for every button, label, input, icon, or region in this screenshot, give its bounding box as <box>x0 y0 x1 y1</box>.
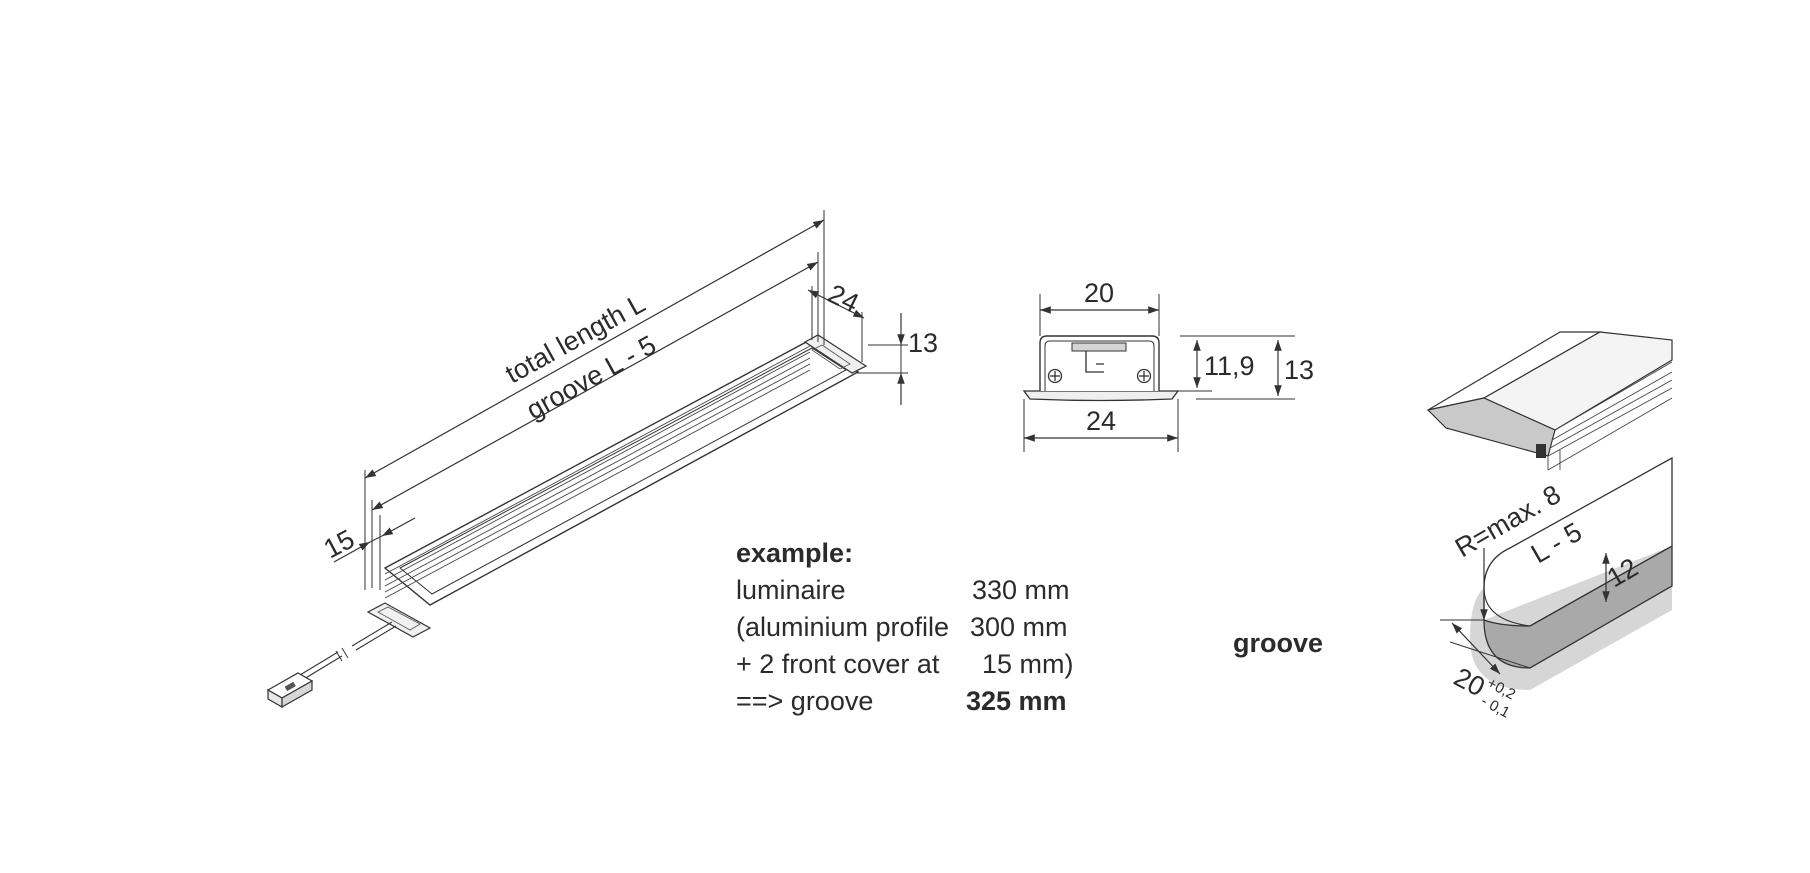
example-calculation: example: luminaire 330 mm (aluminium pro… <box>736 535 1096 720</box>
end-cover-label: 15 <box>319 524 360 565</box>
profile-inner-wall <box>1044 340 1155 391</box>
example-row-luminaire: luminaire 330 mm <box>736 572 1096 609</box>
isometric-luminaire-view: total length L groove L - 5 24 13 15 <box>266 210 938 709</box>
end-cover-3d <box>1426 397 1556 457</box>
bottom-width-label: 24 <box>1086 406 1116 436</box>
inner-height-label: 11,9 <box>1204 351 1255 381</box>
profile-flange <box>1022 390 1180 402</box>
end-width-dimension-line <box>807 289 865 319</box>
cross-section-view: 20 24 11,9 13 <box>1022 278 1314 452</box>
example-row-groove: ==> groove 325 mm <box>736 683 1096 720</box>
top-width-label: 20 <box>1084 278 1114 308</box>
left-end-cover <box>366 602 432 638</box>
example-row-label: (aluminium profile <box>736 612 950 642</box>
example-row-value: 15 mm) <box>982 649 1074 679</box>
section-top-extensions <box>1039 294 1160 336</box>
led-board <box>1071 342 1127 352</box>
example-row-profile: (aluminium profile 300 mm <box>736 609 1096 646</box>
example-row-label: + 2 front cover at <box>736 649 940 679</box>
outer-height-label: 13 <box>1284 355 1314 385</box>
extension-lines <box>364 210 908 590</box>
example-row-front-cover: + 2 front cover at 15 mm) <box>736 646 1096 683</box>
example-row-label: luminaire <box>736 575 846 605</box>
groove-caption: groove <box>1233 628 1323 658</box>
cable <box>299 621 397 680</box>
groove-width-dimension-line <box>1451 622 1501 675</box>
screw-right <box>1136 368 1152 384</box>
profile-perspective <box>1426 331 1673 471</box>
height-label: 13 <box>908 328 938 358</box>
connector-plug <box>266 672 314 709</box>
section-bottom-extensions <box>1023 399 1179 452</box>
end-cover-dimension-line <box>333 541 371 563</box>
groove-length-dimension-line <box>371 261 819 511</box>
example-heading: example: <box>736 538 854 568</box>
groove-3d-view: R=max. 8 L - 5 12 20 +0,2 - 0,1 <box>1426 331 1673 722</box>
screw-left <box>1047 368 1063 384</box>
example-row-value: 330 mm <box>972 575 1070 605</box>
groove-cut <box>1470 456 1673 690</box>
example-row-value: 300 mm <box>970 612 1068 642</box>
end-width-label: 24 <box>823 278 863 318</box>
total-length-dimension-line <box>364 219 825 479</box>
clip-shape <box>1085 351 1104 373</box>
example-row-label: ==> groove <box>736 686 874 716</box>
end-cover-dimension-line-b <box>381 517 416 537</box>
example-row-value: 325 mm <box>966 686 1067 716</box>
left-end-cover-inner <box>377 606 421 631</box>
section-height-extensions <box>1178 335 1295 400</box>
